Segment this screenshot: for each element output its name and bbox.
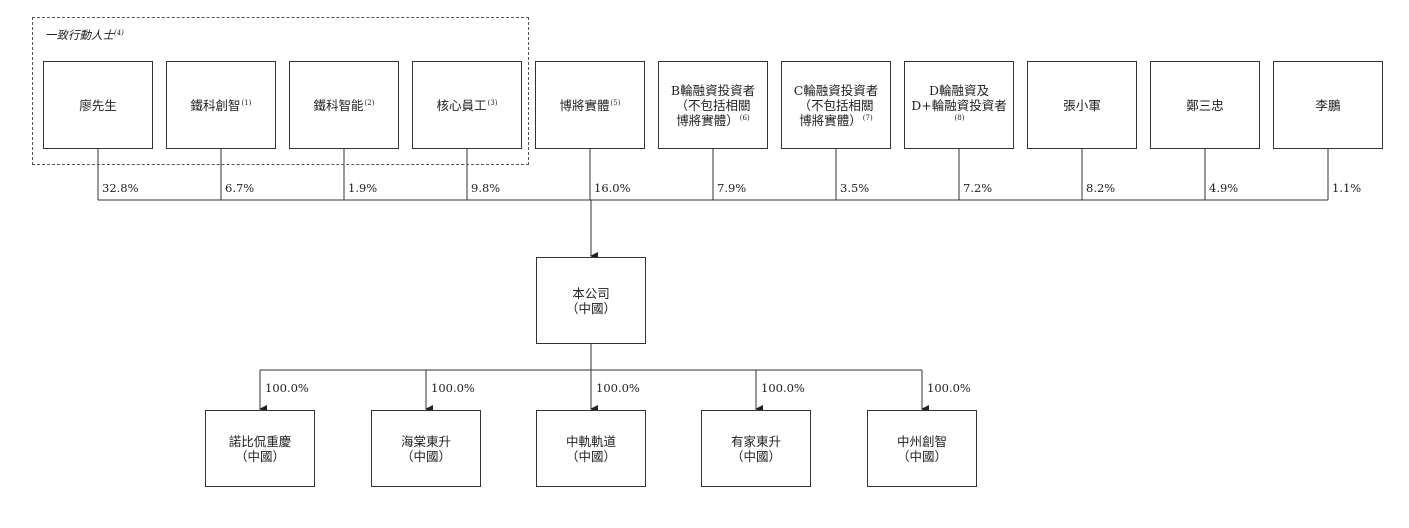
ownership-percentage: 100.0% bbox=[265, 381, 309, 395]
box-label-line: 本公司 bbox=[572, 285, 610, 301]
subsidiary-box: 有家東升（中國） bbox=[701, 410, 811, 487]
ownership-percentage: 16.0% bbox=[594, 181, 631, 195]
box-label-line: （不包括相關 bbox=[675, 97, 751, 113]
ownership-percentage: 7.2% bbox=[963, 181, 993, 195]
shareholder-box: B輪融資投資者（不包括相關博將實體）(6) bbox=[658, 61, 768, 149]
ownership-percentage: 32.8% bbox=[102, 181, 139, 195]
footnote-marker: (2) bbox=[364, 98, 375, 107]
box-label-line: （中國） bbox=[730, 448, 781, 464]
shareholder-box: C輪融資投資者（不包括相關博將實體）(7) bbox=[781, 61, 891, 149]
box-label-line: 中軌軌道 bbox=[565, 433, 616, 449]
box-label-line: 鄭三忠 bbox=[1186, 97, 1224, 113]
concert-parties-group bbox=[32, 17, 529, 165]
ownership-percentage: 6.7% bbox=[225, 181, 255, 195]
shareholder-box: 鄭三忠 bbox=[1150, 61, 1260, 149]
ownership-percentage: 1.9% bbox=[348, 181, 378, 195]
box-label-line: 廖先生 bbox=[79, 97, 117, 113]
box-label-line: 有家東升 bbox=[730, 433, 781, 449]
box-label-line: D輪融資及 bbox=[928, 82, 990, 98]
footnote-marker: (3) bbox=[487, 98, 498, 107]
box-label-line: 海棠東升 bbox=[400, 433, 451, 449]
ownership-percentage: 9.8% bbox=[471, 181, 501, 195]
footnote-marker: (7) bbox=[862, 113, 873, 122]
box-label-line: C輪融資投資者 bbox=[793, 82, 879, 98]
box-label-line: （中國） bbox=[565, 300, 616, 316]
box-label-line: D+輪融資投資者 bbox=[911, 97, 1007, 113]
ownership-percentage: 100.0% bbox=[761, 381, 805, 395]
shareholder-box: 博將實體(5) bbox=[535, 61, 645, 149]
subsidiary-box: 諾比侃重慶（中國） bbox=[205, 410, 315, 487]
box-label-line: （不包括相關 bbox=[798, 97, 874, 113]
ownership-percentage: 4.9% bbox=[1209, 181, 1239, 195]
box-label-line: 諾比侃重慶 bbox=[228, 433, 292, 449]
shareholder-box: 李鵬 bbox=[1273, 61, 1383, 149]
box-label-line: B輪融資投資者 bbox=[670, 82, 756, 98]
ownership-percentage: 7.9% bbox=[717, 181, 747, 195]
shareholder-box: 鐵科創智(1) bbox=[166, 61, 276, 149]
subsidiary-box: 海棠東升（中國） bbox=[371, 410, 481, 487]
footnote-marker: (6) bbox=[739, 113, 750, 122]
concert-parties-note: (4) bbox=[114, 29, 124, 37]
shareholder-box: 廖先生 bbox=[43, 61, 153, 149]
box-label-line: 博將實體） bbox=[676, 112, 739, 128]
subsidiary-box: 中軌軌道（中國） bbox=[536, 410, 646, 487]
ownership-percentage: 1.1% bbox=[1332, 181, 1362, 195]
box-label-line: （中國） bbox=[565, 448, 616, 464]
ownership-percentage: 8.2% bbox=[1086, 181, 1116, 195]
concert-parties-label: 一致行動人士(4) bbox=[45, 28, 124, 42]
box-label-line: 鐵科創智 bbox=[190, 97, 241, 113]
box-label-line: （中國） bbox=[234, 448, 285, 464]
concert-parties-label-text: 一致行動人士 bbox=[45, 28, 114, 42]
company-box: 本公司（中國） bbox=[536, 257, 646, 344]
box-label-line: 中州創智 bbox=[896, 433, 947, 449]
ownership-percentage: 3.5% bbox=[840, 181, 870, 195]
box-label-line: 張小軍 bbox=[1063, 97, 1101, 113]
box-label-line: （中國） bbox=[896, 448, 947, 464]
box-label-line: 核心員工 bbox=[436, 97, 487, 113]
box-label-line: 博將實體 bbox=[559, 97, 610, 113]
footnote-marker: (8) bbox=[954, 113, 965, 122]
footnote-marker: (5) bbox=[610, 98, 621, 107]
ownership-percentage: 100.0% bbox=[596, 381, 640, 395]
footnote-marker: (1) bbox=[241, 98, 252, 107]
box-label-line: （中國） bbox=[400, 448, 451, 464]
shareholder-box: 張小軍 bbox=[1027, 61, 1137, 149]
shareholder-box: 核心員工(3) bbox=[412, 61, 522, 149]
box-label-line: 李鵬 bbox=[1315, 97, 1341, 113]
ownership-percentage: 100.0% bbox=[927, 381, 971, 395]
ownership-percentage: 100.0% bbox=[431, 381, 475, 395]
box-label-line: 博將實體） bbox=[799, 112, 862, 128]
shareholder-box: 鐵科智能(2) bbox=[289, 61, 399, 149]
box-label-line: 鐵科智能 bbox=[313, 97, 364, 113]
subsidiary-box: 中州創智（中國） bbox=[867, 410, 977, 487]
